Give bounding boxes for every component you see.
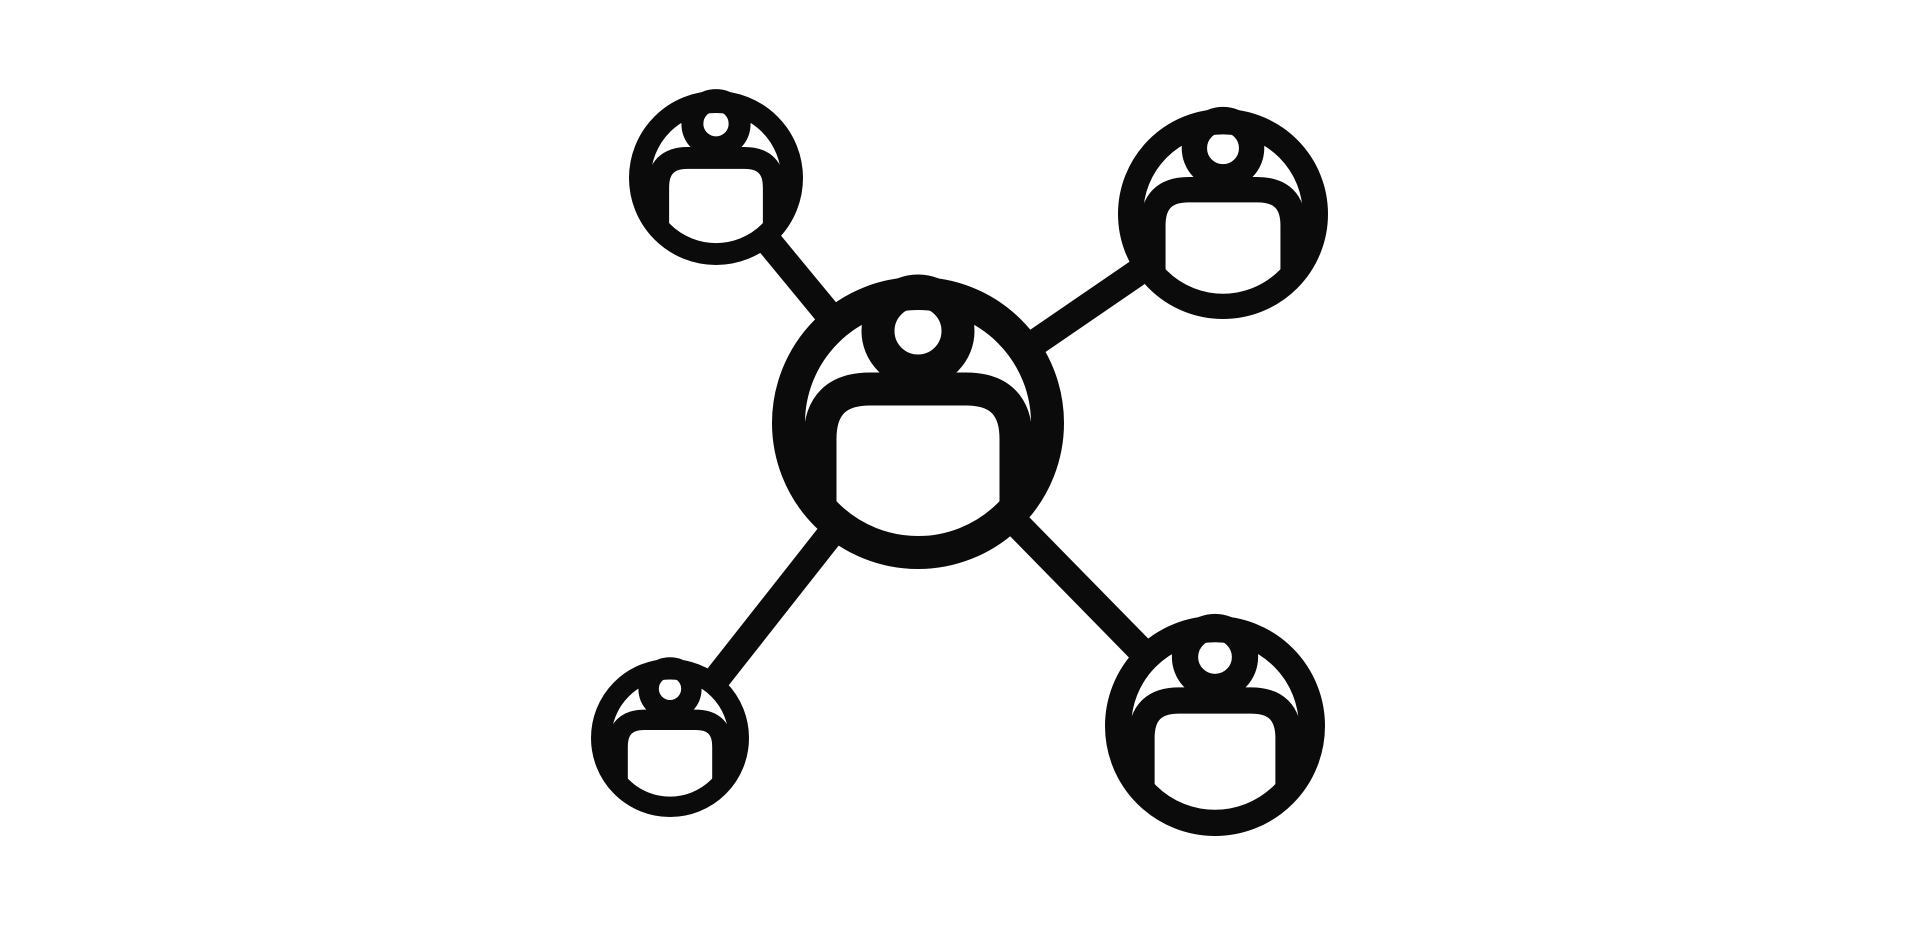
user-head-icon xyxy=(861,274,975,388)
connector-line-top-right xyxy=(1029,261,1146,353)
connector-lines xyxy=(707,234,1150,686)
user-body-icon xyxy=(1128,687,1302,816)
user-body-icon xyxy=(803,372,1033,543)
central-user-node xyxy=(772,274,1064,569)
connector-line-bottom-right xyxy=(1009,516,1150,659)
top-right-user-node xyxy=(1118,106,1328,319)
user-nodes xyxy=(591,89,1328,836)
user-head-icon xyxy=(1171,613,1259,701)
bottom-right-user-node xyxy=(1105,613,1325,836)
connector-line-bottom-left xyxy=(707,527,840,686)
user-head-icon xyxy=(1181,106,1265,190)
user-body-icon xyxy=(647,146,785,249)
user-body-icon xyxy=(1140,177,1306,300)
bottom-left-user-node xyxy=(591,657,749,817)
connector-line-top-left xyxy=(759,234,837,321)
top-left-user-node xyxy=(629,89,803,265)
user-body-icon xyxy=(607,709,733,803)
